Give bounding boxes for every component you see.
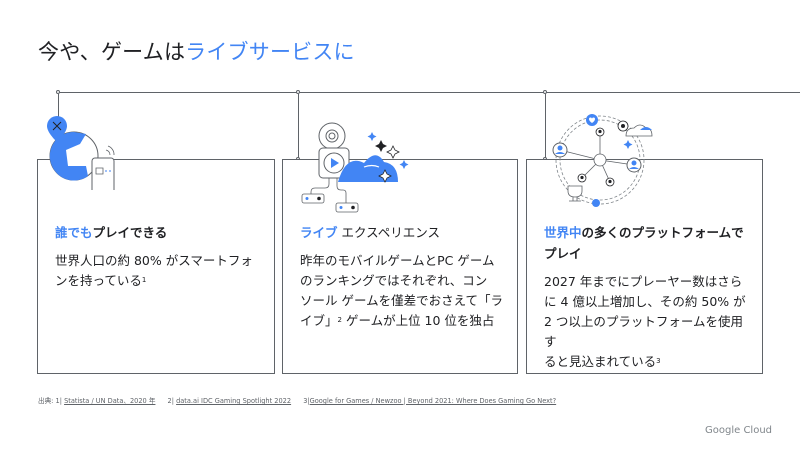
connector-node-1 bbox=[56, 90, 60, 94]
text-line: ソール ゲームを僅差でおさえて「ラ bbox=[300, 293, 503, 308]
source-num: 3| bbox=[303, 397, 310, 405]
multiplatform-network-icon bbox=[552, 114, 653, 207]
text-line: 2027 年までにプレーヤー数はさら bbox=[544, 274, 743, 289]
card-heading: 世界中の多くのプラットフォームでプレイ bbox=[544, 222, 748, 264]
card-play-anyone: 誰でもプレイできる 世界人口の約 80% がスマートフォンを持っている1 bbox=[37, 159, 275, 374]
connector-node-3 bbox=[543, 90, 547, 94]
connector-drop-3 bbox=[545, 94, 547, 158]
heading-plain: プレイできる bbox=[92, 225, 168, 240]
sources-label: 出典: bbox=[38, 397, 54, 405]
cloud-gaming-icon bbox=[301, 122, 409, 213]
card-multiplatform: 世界中の多くのプラットフォームでプレイ 2027 年までにプレーヤー数はさらに … bbox=[526, 159, 763, 374]
card-text: 世界人口の約 80% がスマートフォンを持っている1 bbox=[55, 251, 260, 291]
text-line: に 4 億以上増加し、その約 50% が bbox=[544, 294, 746, 309]
slide-title: 今や、ゲームはライブサービスに bbox=[38, 36, 355, 66]
card-heading: 誰でもプレイできる bbox=[55, 222, 260, 243]
sources-footer: 出典: 1| Statista / UN Data、2020 年 2| data… bbox=[38, 395, 556, 405]
text-line: ると見込まれている bbox=[544, 354, 657, 369]
heading-accent: 誰でも bbox=[55, 225, 93, 240]
card-text: 2027 年までにプレーヤー数はさらに 4 億以上増加し、その約 50% が 2 … bbox=[544, 272, 748, 372]
title-accent: ライブサービスに bbox=[185, 40, 355, 64]
footnote-ref: 2 bbox=[337, 316, 342, 324]
globe-phone-icon bbox=[47, 116, 115, 190]
google-cloud-logo: Google Cloud bbox=[705, 425, 773, 436]
heading-accent: ライブ bbox=[300, 225, 338, 240]
text-line: ゲームが上位 10 位を独占 bbox=[341, 313, 495, 328]
footnote-ref: 1 bbox=[141, 276, 147, 284]
card-heading: ライブ エクスペリエンス bbox=[300, 222, 503, 243]
source-link-newzoo[interactable]: Google for Games / Newzoo | Beyond 2021:… bbox=[309, 397, 557, 405]
title-plain: 今や、ゲームは bbox=[38, 40, 186, 64]
source-link-dataai[interactable]: data.ai IDC Gaming Spotlight 2022 bbox=[176, 397, 292, 405]
source-num: 2| bbox=[167, 397, 174, 405]
text-line: のランキングではそれぞれ、コン bbox=[300, 273, 488, 288]
card-live-experience: ライブ エクスペリエンス 昨年のモバイルゲームとPC ゲームのランキングではそれ… bbox=[282, 159, 518, 374]
connector-drop-1 bbox=[58, 94, 60, 124]
card-text: 昨年のモバイルゲームとPC ゲームのランキングではそれぞれ、コンソール ゲームを… bbox=[300, 251, 503, 331]
connector-drop-2 bbox=[298, 94, 300, 158]
heading-accent: 世界中 bbox=[544, 225, 582, 240]
connector-node-2 bbox=[296, 90, 300, 94]
heading-plain: の多くのプラットフォームでプレイ bbox=[544, 225, 744, 261]
source-num: 1| bbox=[55, 397, 62, 405]
text-line: 2 つ以上のプラットフォームを使用す bbox=[544, 314, 744, 349]
footnote-ref: 3 bbox=[656, 357, 661, 365]
timeline-connector bbox=[58, 92, 800, 94]
text-line: ンを持っている bbox=[55, 273, 142, 288]
text-line: 世界人口の約 80% がスマートフォ bbox=[55, 253, 253, 268]
heading-plain: エクスペリエンス bbox=[337, 225, 440, 240]
text-line: イブ」 bbox=[300, 313, 338, 328]
text-line: 昨年のモバイルゲームとPC ゲーム bbox=[300, 253, 495, 268]
source-link-statista[interactable]: Statista / UN Data、2020 年 bbox=[64, 397, 156, 405]
